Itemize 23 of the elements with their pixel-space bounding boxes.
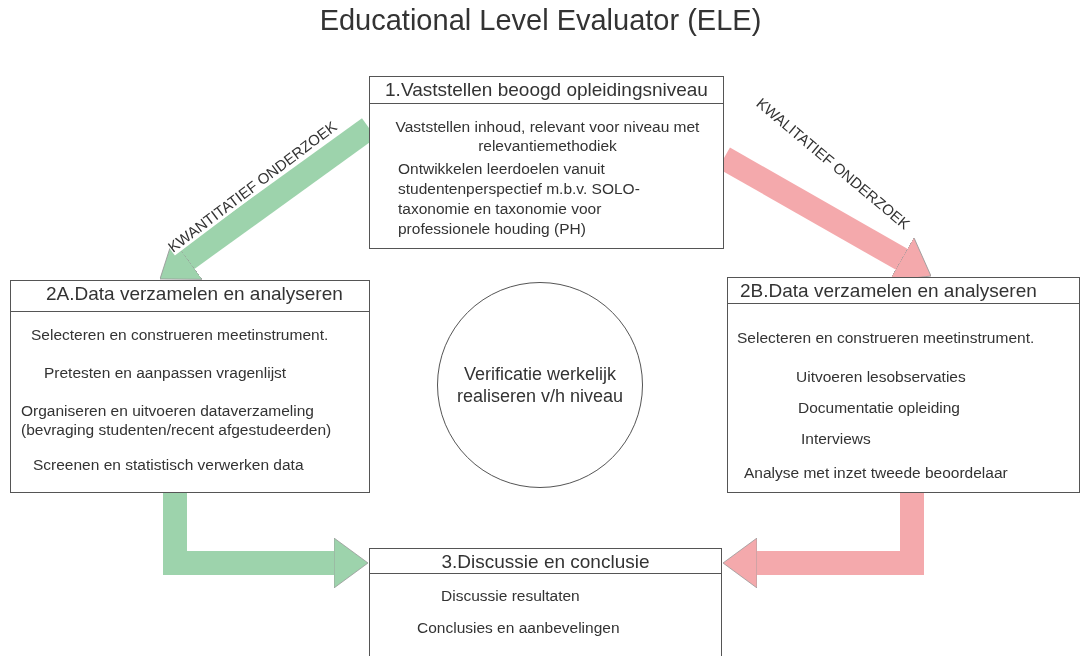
box-text: Selecteren en construeren meetinstrument. — [31, 325, 329, 344]
box-heading: 3.Discussie en conclusie — [370, 549, 721, 574]
box-text: Ontwikkelen leerdoelen vanuit studentenperspectief m.b.v. SOLO-taxonomie en taxonomie voor professionele houding (PH) — [398, 159, 641, 239]
box-text: Selecteren en construeren meetinstrument. — [737, 328, 1035, 347]
box-text: Organiseren en uitvoeren dataverzameling (bevraging studenten/recent afgestudeerden) — [21, 401, 333, 439]
node-text: Verificatie werkelijk realiseren v/h niveau — [455, 363, 625, 407]
diagram-title: Educational Level Evaluator (ELE) — [318, 4, 763, 37]
box-heading: 1.Vaststellen beoogd opleidingsniveau — [370, 77, 723, 104]
process-box — [369, 76, 724, 249]
box-text: Interviews — [801, 429, 871, 448]
box-heading: 2B.Data verzamelen en analyseren — [728, 278, 1079, 304]
box-text: Screenen en statistisch verwerken data — [33, 455, 304, 474]
box-text: Documentatie opleiding — [798, 398, 960, 417]
process-box — [10, 280, 370, 493]
box-text: Discussie resultaten — [441, 586, 580, 605]
box-text: Conclusies en aanbevelingen — [417, 618, 620, 637]
box-text: Uitvoeren lesobservaties — [796, 367, 966, 386]
box-text: Pretesten en aanpassen vragenlijst — [44, 363, 287, 382]
process-box — [727, 277, 1080, 493]
box-text: Analyse met inzet tweede beoordelaar — [744, 463, 1008, 482]
box-heading: 2A.Data verzamelen en analyseren — [11, 281, 369, 312]
box-text: Vaststellen inhoud, relevant voor niveau met relevantiemethodiek — [394, 117, 701, 155]
process-box — [369, 548, 722, 656]
